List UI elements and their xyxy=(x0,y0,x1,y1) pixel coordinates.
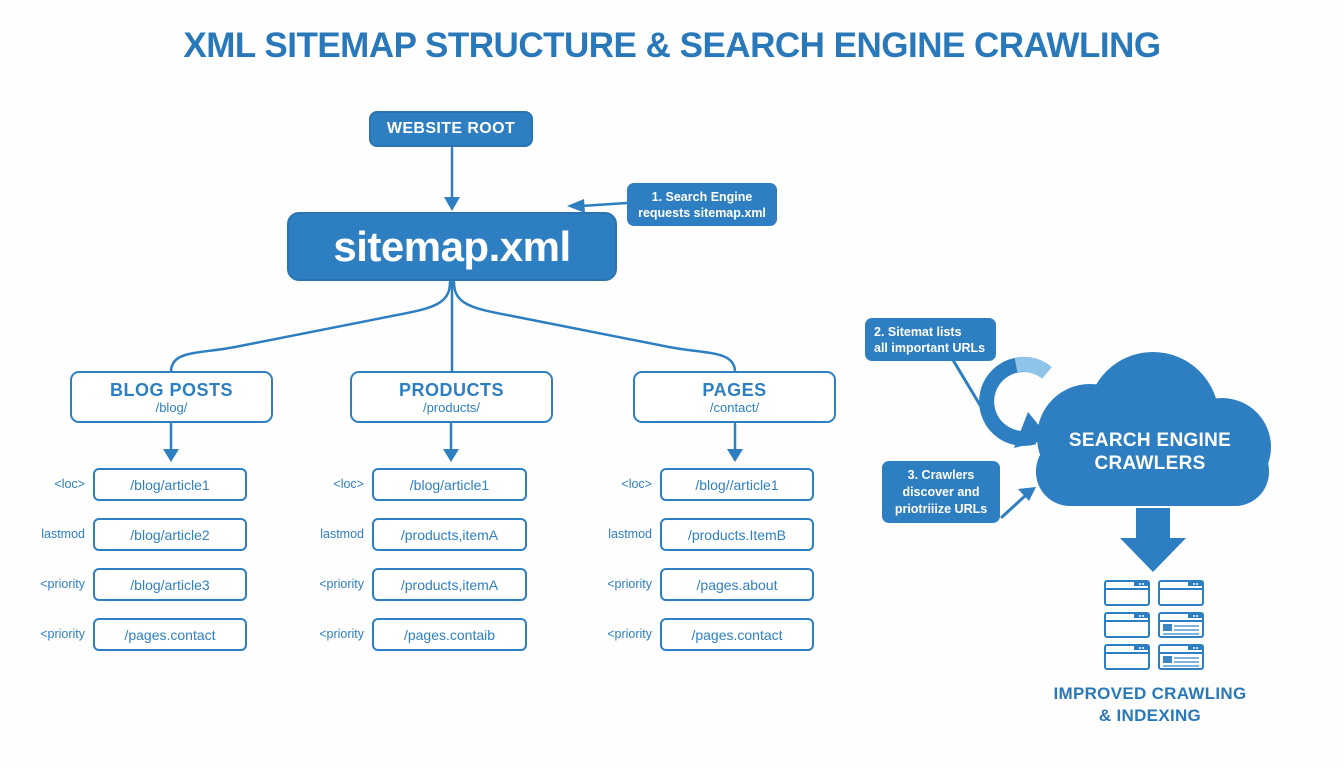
item-label: <priority xyxy=(607,627,652,641)
category-title: PAGES xyxy=(702,379,767,400)
result-caption-line2: & INDEXING xyxy=(1098,706,1202,725)
category-box-blog-posts: BLOG POSTS /blog/ xyxy=(70,371,273,423)
root-arrowhead xyxy=(444,197,460,211)
item-box: /products.ItemB xyxy=(660,518,814,551)
category-title: PRODUCTS xyxy=(398,379,504,400)
category-path: /contact/ xyxy=(709,399,760,415)
callout-1-line1: 1. Search Engine xyxy=(651,189,753,204)
callout-2-line2: all important URLs xyxy=(874,340,986,355)
thumbnail-image-icon xyxy=(1163,624,1172,631)
callout3-arrow-line xyxy=(1000,493,1028,519)
item-box: /blog//article1 xyxy=(660,468,814,501)
item-box: /pages.contaib xyxy=(372,618,527,651)
item-label: lastmod xyxy=(41,527,85,541)
tree-connector-lines xyxy=(169,146,1028,519)
thumbnail-image-icon xyxy=(1163,656,1172,663)
item-label: <loc> xyxy=(54,477,85,491)
item-box: /pages.contact xyxy=(660,618,814,651)
item-value: /pages.contact xyxy=(124,626,216,643)
item-value: /products.ItemB xyxy=(687,526,787,543)
item-label: <loc> xyxy=(333,477,364,491)
item-label: lastmod xyxy=(320,527,364,541)
item-value: /products,itemA xyxy=(400,576,499,593)
item-value: /blog/article2 xyxy=(130,526,210,543)
item-box: /blog/article3 xyxy=(93,568,247,601)
item-label: <priority xyxy=(319,577,364,591)
item-value: /pages.contact xyxy=(691,626,783,643)
branch-right xyxy=(452,280,737,374)
products-arrowhead xyxy=(443,449,459,462)
pages-arrowhead xyxy=(727,449,743,462)
item-box: /pages.contact xyxy=(93,618,247,651)
item-value: /pages.contaib xyxy=(403,626,496,643)
callout2-tail-line xyxy=(951,358,985,412)
cloud-icon xyxy=(1036,352,1271,506)
window-dots-icon xyxy=(1188,614,1202,618)
browser-window-icon-with-content xyxy=(1158,644,1204,670)
category-box-products: PRODUCTS /products/ xyxy=(350,371,553,423)
callout-3-line1: 3. Crawlers xyxy=(907,467,975,482)
item-value: /blog/article3 xyxy=(130,576,210,593)
category-box-pages: PAGES /contact/ xyxy=(633,371,836,423)
browser-window-icon xyxy=(1158,580,1204,606)
cloud-label-line2: CRAWLERS xyxy=(1094,453,1206,474)
callout1-arrow-line xyxy=(579,201,629,208)
browser-window-icon xyxy=(1104,612,1150,638)
category-title: BLOG POSTS xyxy=(109,379,233,400)
arrowheads xyxy=(163,197,1036,501)
item-label: <priority xyxy=(607,577,652,591)
window-dots-icon xyxy=(1188,582,1202,586)
window-dots-icon xyxy=(1134,646,1148,650)
item-label: <priority xyxy=(40,577,85,591)
callout-3-line2: discover and xyxy=(902,484,980,499)
search-engine-crawlers-label: SEARCH ENGINE CRAWLERS xyxy=(1040,429,1260,475)
item-label: lastmod xyxy=(608,527,652,541)
item-label: <loc> xyxy=(621,477,652,491)
category-path: /blog/ xyxy=(155,399,188,415)
sitemap-xml-label: sitemap.xml xyxy=(333,222,571,270)
browser-window-icon xyxy=(1104,580,1150,606)
browser-window-icon xyxy=(1104,644,1150,670)
callout-crawlers-discover: 3. Crawlers discover and priotriiize URL… xyxy=(882,461,1000,523)
window-dots-icon xyxy=(1134,582,1148,586)
website-root-box: WEBSITE ROOT xyxy=(369,111,533,147)
website-root-label: WEBSITE ROOT xyxy=(386,120,516,137)
callout-1-line2: requests sitemap.xml xyxy=(638,205,766,220)
branch-left xyxy=(169,280,452,374)
sitemap-xml-box: sitemap.xml xyxy=(287,212,617,281)
callout-sitemap-lists-urls: 2. Sitemat lists all important URLs xyxy=(865,318,996,361)
window-dots-icon xyxy=(1134,614,1148,618)
callout1-arrowhead xyxy=(567,199,585,213)
cloud-label-line1: SEARCH ENGINE xyxy=(1068,430,1232,451)
category-path: /products/ xyxy=(422,399,481,415)
down-arrow-icon xyxy=(1120,508,1186,572)
item-box: /blog/article2 xyxy=(93,518,247,551)
item-label: <priority xyxy=(319,627,364,641)
item-value: /blog/article1 xyxy=(130,476,210,493)
blog-arrowhead xyxy=(163,449,179,462)
item-value: /pages.about xyxy=(696,576,778,593)
result-caption-line1: IMPROVED CRAWLING xyxy=(1053,684,1247,703)
callout-search-engine-requests: 1. Search Engine requests sitemap.xml xyxy=(627,183,777,226)
item-box: /pages.about xyxy=(660,568,814,601)
window-dots-icon xyxy=(1188,646,1202,650)
item-box: /products,itemA xyxy=(372,568,527,601)
item-value: /blog//article1 xyxy=(695,476,779,493)
improved-crawling-caption: IMPROVED CRAWLING & INDEXING xyxy=(1040,683,1260,727)
callout3-arrowhead xyxy=(1018,487,1036,501)
item-box: /blog/article1 xyxy=(93,468,247,501)
item-value: /products,itemA xyxy=(400,526,499,543)
item-value: /blog/article1 xyxy=(409,476,490,493)
callout-3-line3: priotriiize URLs xyxy=(894,501,988,516)
page-title: XML SITEMAP STRUCTURE & SEARCH ENGINE CR… xyxy=(183,26,1161,65)
callout-2-line1: 2. Sitemat lists xyxy=(874,324,962,339)
item-box: /products,itemA xyxy=(372,518,527,551)
browser-window-icon-with-content xyxy=(1158,612,1204,638)
item-box: /blog/article1 xyxy=(372,468,527,501)
item-label: <priority xyxy=(40,627,85,641)
